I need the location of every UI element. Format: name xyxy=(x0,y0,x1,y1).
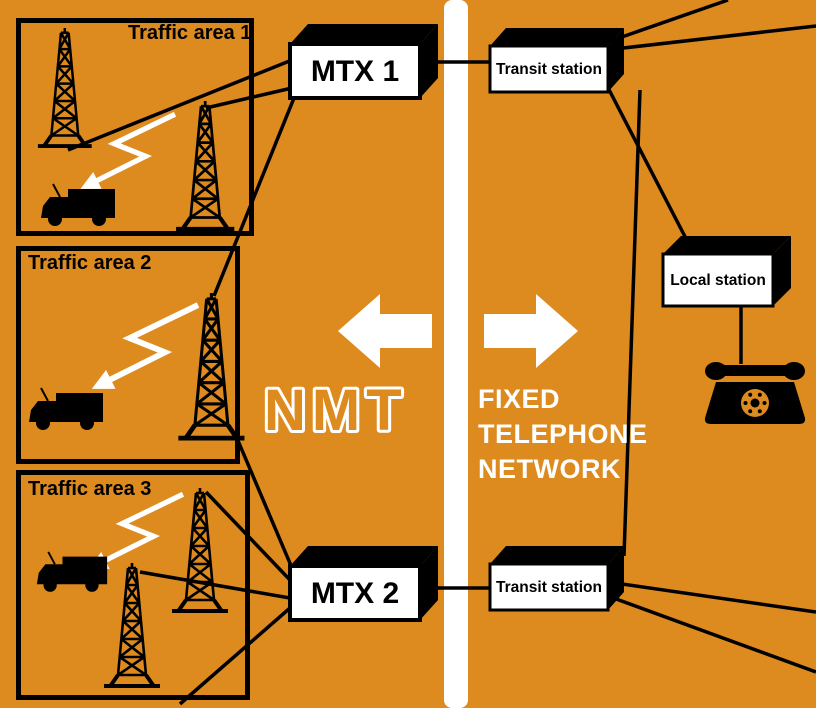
connection-line xyxy=(607,580,816,614)
traffic-area-2 xyxy=(16,246,240,464)
traffic-area-3-label: Traffic area 3 xyxy=(28,478,152,500)
traffic-area-1 xyxy=(16,18,254,236)
arrow-right-icon xyxy=(484,294,578,368)
network-divider xyxy=(444,0,468,708)
traffic-area-1-label: Traffic area 1 xyxy=(128,22,252,44)
transit-station-2-label: Transit station xyxy=(496,579,602,596)
connection-line xyxy=(67,58,293,152)
nmt-label: NMT xyxy=(264,378,408,443)
traffic-area-3 xyxy=(16,470,250,700)
telephone-icon xyxy=(704,362,806,424)
connection-line xyxy=(605,24,816,52)
traffic-area-2-label: Traffic area 2 xyxy=(28,252,152,274)
connection-line xyxy=(139,570,291,600)
mtx1-node: MTX 1 xyxy=(288,24,438,100)
mtx2-node: MTX 2 xyxy=(288,546,438,622)
local-station-node: Local station xyxy=(661,236,791,308)
arrow-left-icon xyxy=(338,294,432,368)
connection-line xyxy=(602,79,696,255)
connection-line xyxy=(607,594,816,674)
mtx2-label: MTX 2 xyxy=(311,577,399,610)
transit-station-1-node: Transit station xyxy=(488,28,624,94)
connection-line xyxy=(178,606,292,706)
connection-line xyxy=(622,89,642,557)
connection-line xyxy=(234,435,294,569)
transit-station-1-label: Transit station xyxy=(496,61,602,78)
transit-station-2-node: Transit station xyxy=(488,546,624,612)
fixed-network-label: FIXED TELEPHONE NETWORK xyxy=(478,384,648,484)
mtx1-label: MTX 1 xyxy=(311,55,399,88)
local-station-label: Local station xyxy=(670,272,766,289)
connection-line xyxy=(212,97,296,297)
